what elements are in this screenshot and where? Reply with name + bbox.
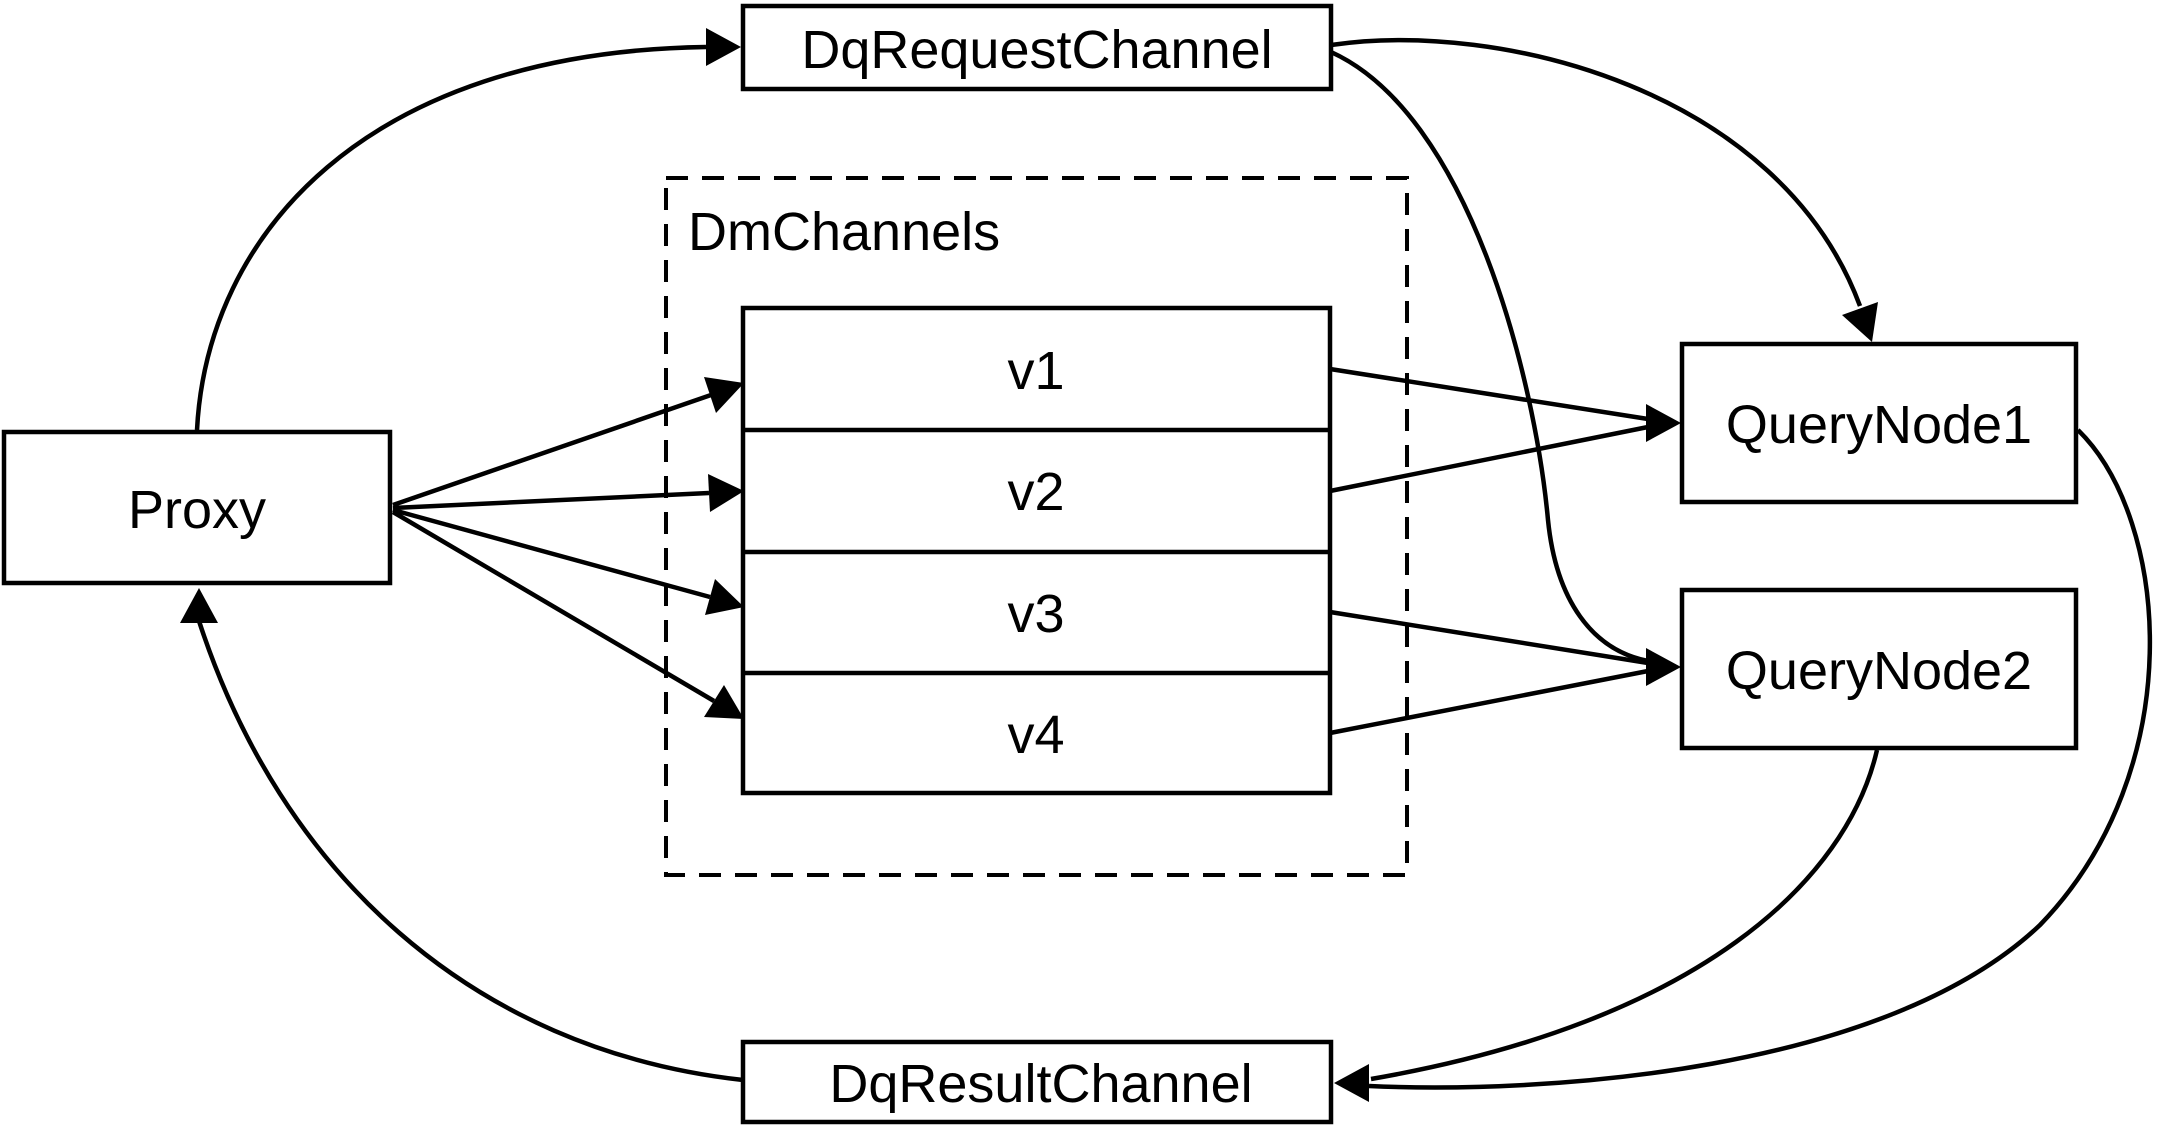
edge-proxy-to-v3 — [392, 507, 711, 600]
edge-v2-to-querynode1 — [1329, 424, 1649, 494]
edge-dqrequestchannel-to-querynode1 — [1330, 38, 1863, 307]
arrowhead-into-v2 — [708, 474, 744, 512]
edge-querynode2-to-dqresultchannel — [1370, 749, 1880, 1082]
dm-channels-border — [664, 176, 1409, 877]
edge-v3-to-querynode2 — [1329, 609, 1649, 666]
edge-v4-to-querynode2 — [1329, 668, 1649, 736]
dm-channels-group: DmChannels — [664, 176, 1409, 877]
arrowhead-into-querynode1-left — [1646, 404, 1681, 442]
arrowhead-into-querynode2-left — [1646, 648, 1681, 686]
arrowhead-into-v3 — [705, 579, 744, 615]
arrowhead-into-dqrequestchannel — [706, 28, 741, 66]
query-node1-label: QueryNode1 — [1726, 395, 2032, 455]
dq-result-channel-box — [740, 1039, 1334, 1125]
node-dq-result-channel: DqResultChannel — [740, 1039, 1334, 1125]
node-query-node2: QueryNode2 — [1679, 587, 2079, 751]
dq-request-channel-label: DqRequestChannel — [801, 20, 1272, 80]
node-proxy: Proxy — [1, 429, 393, 586]
edge-proxy-to-v1 — [392, 392, 712, 508]
dm-channels-label: DmChannels — [688, 202, 1000, 262]
edge-querynode1-to-dqresultchannel — [1368, 428, 2153, 1090]
dq-request-channel-box — [740, 3, 1334, 92]
arrowhead-into-v4 — [704, 685, 744, 719]
channel-v2-label: v2 — [1007, 462, 1064, 522]
arrowhead-into-querynode1-top — [1842, 302, 1878, 342]
channel-v3-label: v3 — [1007, 584, 1064, 644]
node-dq-request-channel: DqRequestChannel — [740, 3, 1334, 92]
arrowhead-into-dqresultchannel — [1334, 1064, 1369, 1102]
edges — [180, 28, 2153, 1102]
node-query-node1: QueryNode1 — [1679, 341, 2079, 505]
query-node2-box — [1679, 587, 2079, 751]
channel-v1-label: v1 — [1007, 341, 1064, 401]
channel-v4-label: v4 — [1007, 705, 1064, 765]
arrowhead-into-v1 — [704, 377, 744, 413]
query-node1-box — [1679, 341, 2079, 505]
edge-proxy-to-dqrequestchannel — [194, 44, 707, 431]
dq-result-channel-label: DqResultChannel — [829, 1054, 1252, 1114]
proxy-label: Proxy — [128, 480, 266, 540]
edge-proxy-to-v4 — [391, 510, 716, 703]
arrowhead-into-proxy — [180, 588, 218, 623]
edge-dqresultchannel-to-proxy — [196, 620, 744, 1083]
edge-proxy-to-v2 — [392, 490, 710, 511]
proxy-box — [1, 429, 393, 586]
channel-stack: v1 v2 v3 v4 — [740, 305, 1333, 796]
edge-dqrequestchannel-to-querynode2 — [1330, 49, 1649, 664]
query-node2-label: QueryNode2 — [1726, 641, 2032, 701]
edge-v1-to-querynode1 — [1329, 366, 1649, 422]
